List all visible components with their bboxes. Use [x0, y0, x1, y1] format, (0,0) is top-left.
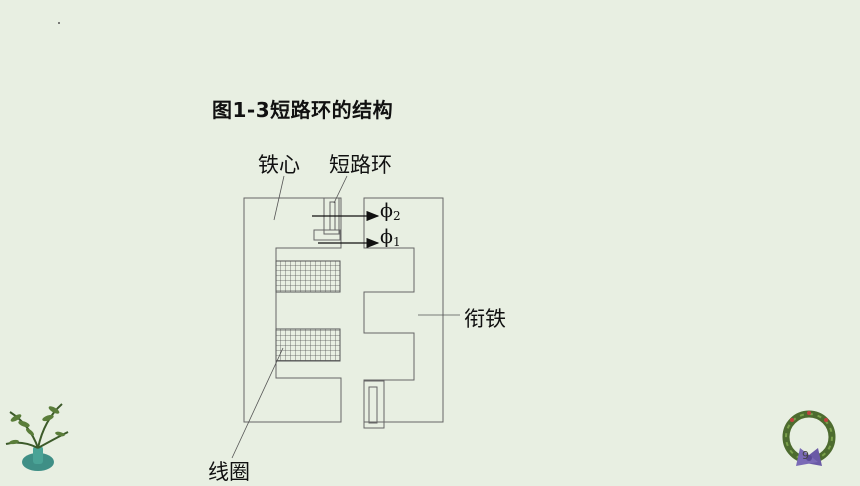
core-label: 铁心 — [258, 153, 300, 177]
corner-dot — [58, 22, 60, 24]
phi2-label: ϕ2 — [380, 200, 401, 223]
shading-ring-base — [313, 229, 341, 241]
phi2-subscript: 2 — [392, 209, 401, 223]
core-leader — [273, 175, 285, 221]
coil-lower — [275, 328, 341, 362]
page-number: 9 — [802, 449, 809, 462]
ring-leader — [333, 175, 348, 204]
phi1-subscript: 1 — [392, 235, 401, 249]
wreath-icon — [782, 410, 836, 466]
phi1-symbol: ϕ — [380, 226, 393, 248]
phi1-label: ϕ1 — [380, 226, 401, 249]
iron-core — [243, 197, 342, 423]
shading-ring-label: 短路环 — [329, 153, 392, 177]
shading-ring-bottom-inner — [368, 386, 378, 424]
coil-leader — [231, 347, 284, 459]
shading-ring-bottom — [363, 380, 385, 429]
armature — [363, 197, 444, 423]
armature-label: 衔铁 — [464, 307, 506, 331]
coil-upper — [275, 260, 341, 293]
coil-label: 线圈 — [208, 460, 250, 484]
figure-title: 图1-3短路环的结构 — [212, 98, 394, 122]
fern-plant-icon — [5, 403, 69, 471]
phi2-symbol: ϕ — [380, 200, 393, 222]
